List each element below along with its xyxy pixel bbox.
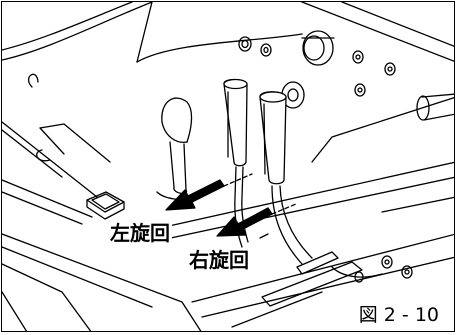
deck-line xyxy=(39,123,111,163)
deck-line xyxy=(2,129,63,178)
figure-frame: 左旋回 右旋回 図 2 - 10 xyxy=(1,1,455,332)
console-top xyxy=(301,2,454,62)
deck-slot xyxy=(2,291,28,331)
deck-slot xyxy=(231,291,323,328)
screw xyxy=(352,50,364,64)
console-top xyxy=(341,2,454,47)
deck-line xyxy=(2,246,153,308)
console-front xyxy=(311,96,454,163)
figure-caption: 図 2 - 10 xyxy=(355,304,442,327)
deck-line xyxy=(2,179,93,218)
left-turn-label: 左旋回 xyxy=(108,221,172,245)
deck-slot xyxy=(261,261,363,307)
bolt xyxy=(401,265,413,279)
deck-line xyxy=(2,191,83,225)
right-turn-arrow xyxy=(216,203,297,239)
deck-line xyxy=(39,127,65,155)
bolt xyxy=(354,271,364,283)
deck-slot xyxy=(296,251,339,275)
deck-groove xyxy=(36,149,51,162)
deck-line xyxy=(381,196,454,213)
cylinder-knob xyxy=(416,93,454,121)
deck-line xyxy=(201,256,454,318)
shift-lever xyxy=(156,97,208,201)
knob-small xyxy=(238,36,252,52)
knob-large xyxy=(301,30,335,66)
console-edge xyxy=(136,2,153,63)
deck-line xyxy=(2,233,202,331)
swing-lever-right xyxy=(259,91,313,265)
machine-illustration xyxy=(2,2,454,331)
curved-panel-edge xyxy=(27,73,39,88)
knob-small xyxy=(260,43,272,57)
right-turn-label: 右旋回 xyxy=(187,248,251,272)
deck-line xyxy=(331,266,383,278)
deck-line xyxy=(151,176,454,243)
square-button xyxy=(86,191,125,220)
body-contour xyxy=(2,2,153,61)
deck-line xyxy=(2,263,92,331)
screw xyxy=(384,62,396,76)
bolt xyxy=(381,255,393,269)
deck-line xyxy=(191,233,454,303)
body-contour xyxy=(2,2,133,51)
left-turn-arrow xyxy=(165,173,253,211)
console-edge xyxy=(136,33,303,63)
swing-lever-left xyxy=(223,78,249,248)
screw xyxy=(354,83,366,97)
deck-line xyxy=(141,161,454,233)
